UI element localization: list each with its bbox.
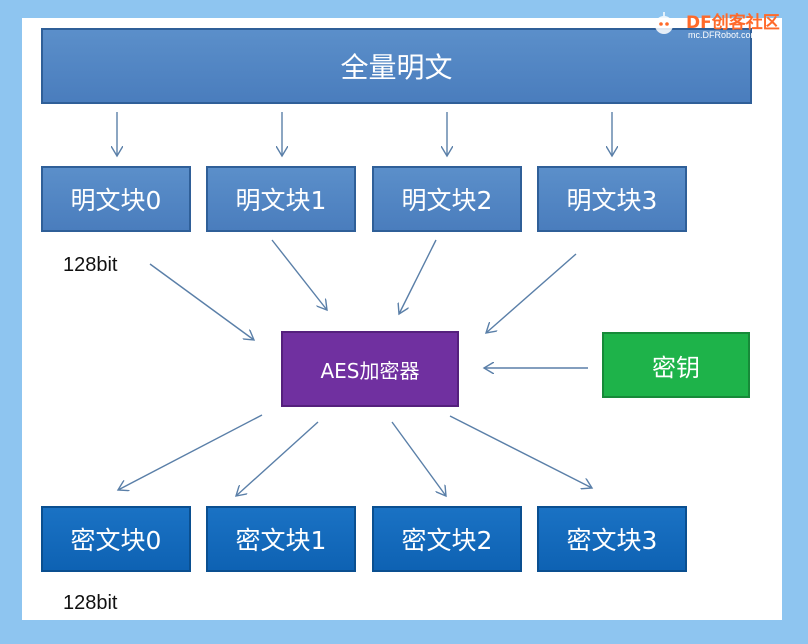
flow-arrows [22, 112, 782, 620]
plaintext-bit-label: 128bit [63, 254, 118, 276]
ciphertext-block-0: 密文块0 [41, 506, 191, 572]
watermark-brand: DF创客社区 [686, 13, 780, 33]
full-plaintext-box: 全量明文 [41, 28, 752, 104]
ciphertext-bit-label: 128bit [63, 592, 118, 614]
plaintext-block-3: 明文块3 [537, 166, 687, 232]
ciphertext-block-3: 密文块3 [537, 506, 687, 572]
arrow-aes-to-cipher0 [118, 414, 263, 490]
arrow-aes-to-cipher1 [236, 421, 319, 496]
key-box: 密钥 [602, 332, 750, 398]
arrow-block1-to-aes [271, 239, 327, 310]
plaintext-block-label: 明文块1 [235, 186, 327, 215]
arrow-block2-to-aes [399, 239, 437, 314]
arrow-block3-to-aes [486, 253, 577, 333]
ciphertext-block-label: 密文块0 [70, 526, 162, 555]
dfrobot-watermark: DF创客社区 mc.DFRobot.com.cn [642, 6, 802, 46]
arrow-aes-to-cipher3 [449, 415, 592, 488]
ciphertext-block-1: 密文块1 [206, 506, 356, 572]
ciphertext-block-label: 密文块1 [235, 526, 327, 555]
key-label: 密钥 [652, 353, 700, 382]
arrow-block0-to-aes [149, 263, 254, 340]
plaintext-block-2: 明文块2 [372, 166, 522, 232]
ciphertext-block-2: 密文块2 [372, 506, 522, 572]
plaintext-block-1: 明文块1 [206, 166, 356, 232]
plaintext-block-0: 明文块0 [41, 166, 191, 232]
plaintext-block-label: 明文块2 [401, 186, 493, 215]
full-plaintext-label: 全量明文 [340, 51, 453, 84]
plaintext-block-label: 明文块0 [70, 186, 162, 215]
diagram-canvas: 全量明文 明文块0 明文块1 明文块2 明文块3 128bit AES加密器 密… [22, 18, 782, 620]
aes-encryptor-box: AES加密器 [281, 331, 459, 407]
plaintext-block-label: 明文块3 [566, 186, 658, 215]
ciphertext-block-label: 密文块2 [401, 526, 493, 555]
watermark-site: mc.DFRobot.com.cn [688, 30, 771, 40]
ciphertext-block-label: 密文块3 [566, 526, 658, 555]
aes-encryptor-label: AES加密器 [320, 358, 420, 383]
robot-icon [653, 12, 675, 34]
arrow-aes-to-cipher2 [391, 421, 446, 496]
